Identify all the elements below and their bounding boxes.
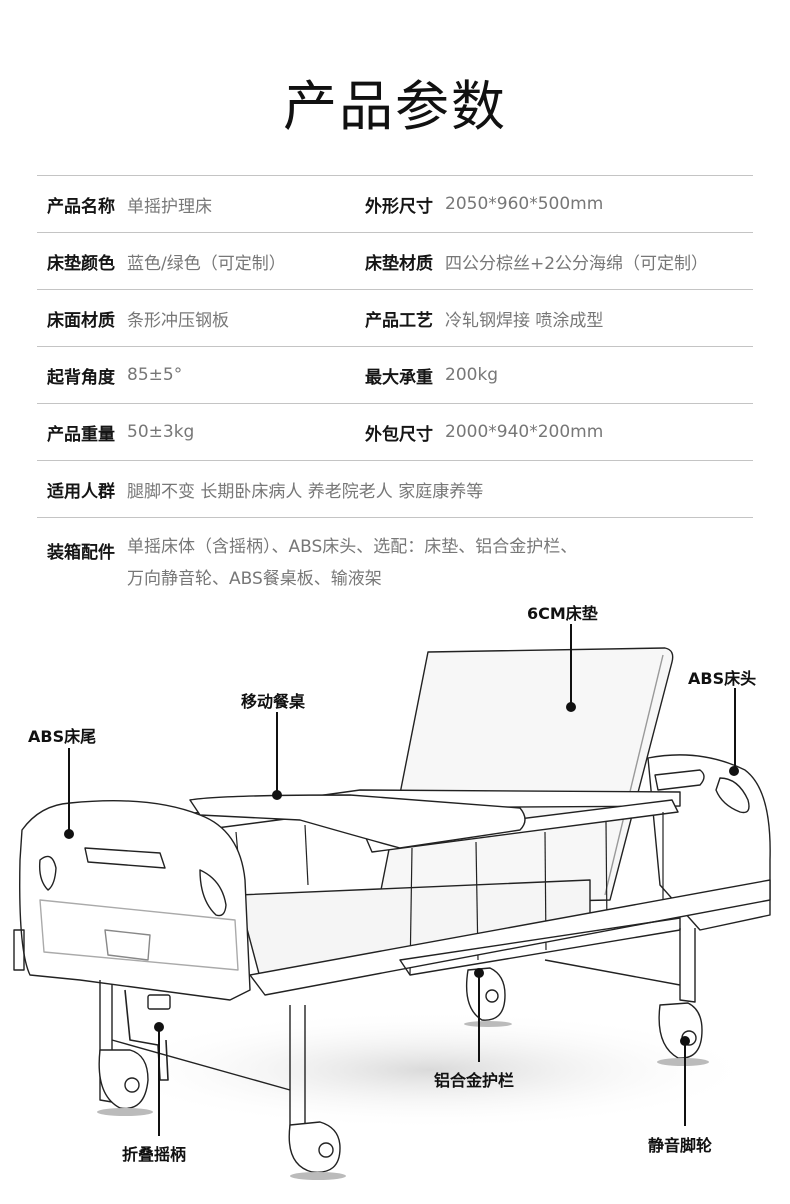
spec-row-package: 装箱配件 单摇床体（含摇柄）、ABS床头、选配：床垫、铝合金护栏、 万向静音轮、… [37,518,753,604]
package-line-2: 万向静音轮、ABS餐桌板、输液架 [127,569,382,589]
spec-value: 2000*940*200mm [445,422,604,442]
spec-label: 床垫材质 [365,253,433,274]
spec-label: 适用人群 [47,481,115,502]
spec-value: 腿脚不变 长期卧床病人 养老院老人 家庭康养等 [127,481,484,502]
leader-line [68,748,70,832]
leader-line [684,1040,686,1126]
spec-label: 最大承重 [365,367,433,388]
spec-label: 起背角度 [47,367,115,388]
callout-dot [272,790,282,800]
spec-value: 蓝色/绿色（可定制） [127,253,286,274]
callout-footboard: ABS床尾 [28,727,97,746]
spec-value: 冷轧钢焊接 喷涂成型 [445,310,604,331]
callout-rail: 铝合金护栏 [434,1071,515,1090]
page-title: 产品参数 [283,75,507,138]
spec-table: 产品名称单摇护理床 外形尺寸 2050*960*500mm 床垫颜色蓝色/绿色（可… [37,175,753,604]
divider [37,175,753,176]
spec-label: 外包尺寸 [365,424,433,445]
callout-tray: 移动餐桌 [241,692,306,711]
spec-value: 2050*960*500mm [445,194,604,214]
spec-value: 50±3kg [127,422,195,442]
callout-dot [64,829,74,839]
spec-label: 床面材质 [47,310,115,331]
divider [37,289,753,290]
spec-value: 条形冲压钢板 [127,310,229,331]
spec-value: 单摇床体（含摇柄）、ABS床头、选配：床垫、铝合金护栏、 万向静音轮、ABS餐桌… [127,531,687,595]
spec-row: 床垫颜色蓝色/绿色（可定制） 床垫材质四公分棕丝+2公分海绵（可定制） [37,233,753,289]
leader-line [158,1026,160,1136]
spec-label: 外形尺寸 [365,196,433,217]
nursing-bed-drawing-icon [13,647,771,1180]
divider [37,403,753,404]
callout-dot [680,1036,690,1046]
spec-value: 200kg [445,365,499,385]
spec-value: 四公分棕丝+2公分海绵（可定制） [445,253,709,274]
leader-line [570,624,572,704]
spec-row: 产品重量 50±3kg 外包尺寸 2000*940*200mm [37,404,753,460]
callout-headboard: ABS床头 [688,669,757,688]
callout-dot [474,968,484,978]
callout-dot [154,1022,164,1032]
callout-caster: 静音脚轮 [648,1136,713,1155]
spec-label: 床垫颜色 [47,253,115,274]
divider [37,232,753,233]
spec-label: 产品名称 [47,196,115,217]
package-line-1: 单摇床体（含摇柄）、ABS床头、选配：床垫、铝合金护栏、 [127,537,578,557]
leader-line [478,972,480,1062]
spec-row: 起背角度 85±5° 最大承重 200kg [37,347,753,403]
spec-row-suitable: 适用人群腿脚不变 长期卧床病人 养老院老人 家庭康养等 [37,461,753,517]
spec-label: 装箱配件 [47,543,115,563]
callout-mattress: 6CM床垫 [527,604,598,623]
callout-dot [729,766,739,776]
divider [37,460,753,461]
leader-line [276,712,278,792]
spec-row: 床面材质条形冲压钢板 产品工艺冷轧钢焊接 喷涂成型 [37,290,753,346]
leader-line [734,688,736,768]
spec-value: 单摇护理床 [127,196,212,217]
callout-dot [566,702,576,712]
spec-value: 85±5° [127,365,183,385]
spec-row: 产品名称单摇护理床 外形尺寸 2050*960*500mm [37,176,753,232]
spec-label: 产品工艺 [365,310,433,331]
bed-illustration: 6CM床垫 ABS床头 移动餐桌 ABS床尾 折叠摇柄 铝合金护栏 静音脚轮 [0,600,790,1200]
divider [37,346,753,347]
spec-label: 产品重量 [47,424,115,445]
divider [37,517,753,518]
callout-crank: 折叠摇柄 [122,1145,187,1164]
